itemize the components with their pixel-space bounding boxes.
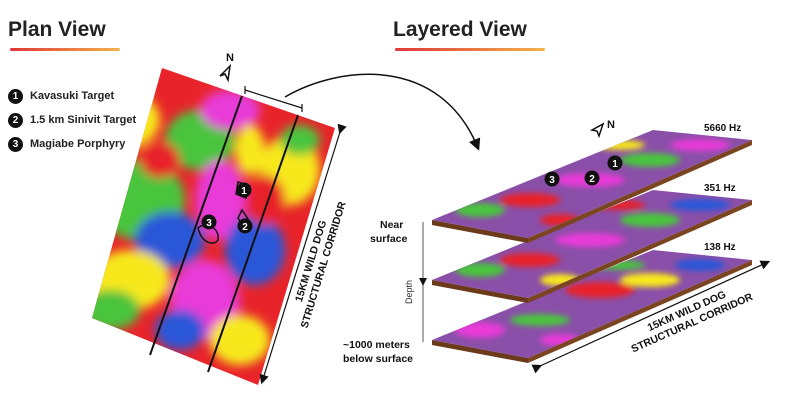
svg-text:3: 3 (206, 218, 212, 229)
legend-label: Kavasuki Target (30, 90, 115, 102)
legend-item: 1 Kavasuki Target (8, 85, 136, 107)
depth-label: Depth (404, 280, 414, 304)
north-label: N (607, 119, 615, 131)
layered-north-arrow: N (589, 119, 615, 139)
target-legend: 1 Kavasuki Target 2 1.5 km Sinivit Targe… (8, 85, 136, 157)
frequency-label: 5660 Hz (704, 123, 741, 134)
svg-text:1: 1 (241, 186, 247, 197)
svg-text:2: 2 (242, 222, 248, 233)
svg-text:2: 2 (589, 174, 595, 185)
svg-text:Depth: Depth (404, 280, 414, 304)
layered-view-underline (395, 48, 545, 51)
layered-view-title: Layered View (393, 18, 527, 41)
svg-text:3: 3 (549, 175, 555, 186)
plan-view-underline (10, 48, 120, 51)
layered-corridor-length-arrow (531, 260, 771, 374)
layer-marker-3: 3 (544, 171, 560, 187)
plan-view-title: Plan View (8, 18, 106, 41)
frequency-label: 138 Hz (704, 242, 736, 253)
frequency-label: 351 Hz (704, 183, 736, 194)
legend-label: Magiabe Porphyry (30, 138, 126, 150)
layer-marker-1: 1 (607, 155, 623, 171)
near-surface-label: surface (370, 233, 408, 245)
legend-marker: 1 (8, 88, 23, 104)
north-label: N (226, 52, 234, 64)
legend-item: 3 Magiabe Porphyry (8, 133, 136, 155)
layer-marker-2: 2 (584, 170, 600, 186)
near-surface-label: Near (380, 219, 403, 231)
legend-marker: 2 (8, 112, 23, 128)
legend-label: 1.5 km Sinivit Target (30, 114, 137, 126)
north-arrow-icon (589, 122, 605, 139)
svg-text:1: 1 (612, 159, 618, 170)
plan-north-arrow: N (219, 52, 234, 83)
north-arrow-icon (219, 63, 232, 83)
plan-marker-2: 2 (237, 218, 253, 234)
depth-bottom-label: ~1000 meters (343, 339, 410, 351)
corridor-width-bracket (244, 89, 303, 109)
legend-marker: 3 (8, 136, 23, 152)
plan-marker-1: 1 (236, 182, 252, 198)
plan-corridor-length-arrow (259, 123, 347, 385)
legend-item: 2 1.5 km Sinivit Target (8, 109, 136, 131)
plan-marker-3: 3 (201, 214, 217, 230)
corridor-line-west (149, 95, 243, 356)
depth-bottom-label: below surface (343, 353, 413, 365)
plan-to-layered-arrow (284, 73, 481, 151)
